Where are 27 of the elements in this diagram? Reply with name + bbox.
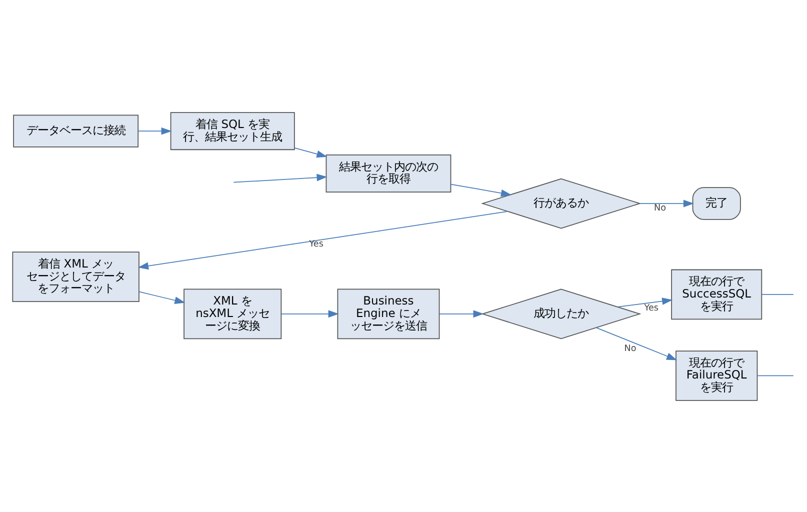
arrow: [280, 310, 339, 318]
node-box: XML を nsXML メッセージに変換: [184, 288, 282, 339]
edge-label: Yes: [644, 303, 659, 314]
node-box: Business Engine にメッセージを送信: [337, 288, 440, 339]
node-box: 完了: [692, 186, 741, 220]
arrow: [450, 183, 512, 196]
edge-label: No: [624, 343, 636, 354]
node-box: データベースに接続: [13, 114, 139, 147]
arrow: [294, 146, 328, 158]
edge-label: No: [654, 203, 666, 214]
node-box: 現在の行で SuccessSQL を実行: [671, 268, 762, 320]
connector: [756, 374, 794, 376]
node-diamond: 成功したか: [481, 288, 642, 339]
arrow: [439, 310, 484, 318]
arrow: [617, 297, 673, 307]
arrow: [138, 126, 172, 134]
node-diamond: 行があるか: [481, 178, 642, 228]
arrow: [138, 210, 508, 270]
arrow: [596, 326, 678, 360]
node-box: 結果セット内の次の行を取得: [326, 154, 452, 192]
arrow: [639, 199, 694, 207]
edge-label: Yes: [309, 238, 324, 249]
node-box: 現在の行で FailureSQL を実行: [676, 350, 758, 400]
node-box: 着信 SQL を実行、結果セット生成: [170, 112, 295, 150]
arrow: [233, 173, 328, 182]
arrow: [138, 290, 186, 304]
node-box: 着信 XML メッセージとしてデータをフォーマット: [12, 251, 140, 302]
